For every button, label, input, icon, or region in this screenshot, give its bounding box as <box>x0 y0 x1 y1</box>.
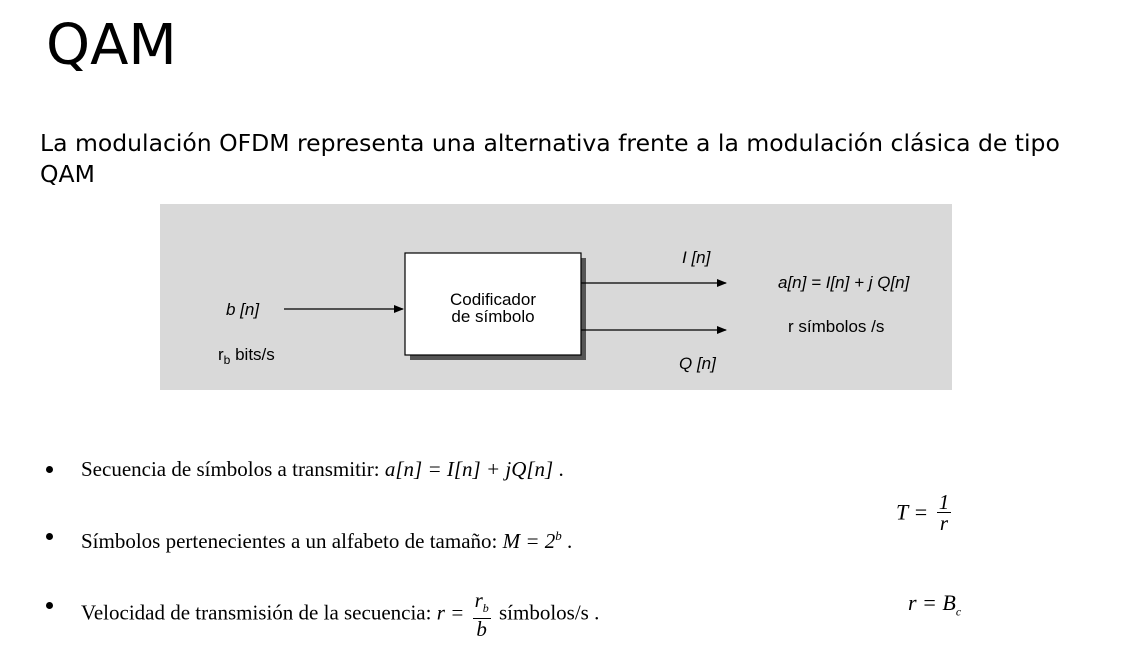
bullet-dot <box>46 466 53 473</box>
symbol-equation: a[n] = I[n] + j Q[n] <box>778 273 911 292</box>
intro-text: La modulación OFDM representa una altern… <box>40 129 1060 188</box>
period-den: r <box>939 511 949 535</box>
bandwidth-lhs: r = B <box>908 590 956 615</box>
bandwidth-formula: r = Bc <box>908 590 961 619</box>
output-i-label: I [n] <box>682 248 712 267</box>
bullet-alphabet-text: Símbolos pertenecientes a un alfabeto de… <box>81 529 503 553</box>
bullet-rate-num: r <box>474 588 483 612</box>
bullet-dot <box>46 602 53 609</box>
output-q-label: Q [n] <box>679 354 717 373</box>
bullet-rate-unit: símbolos/s <box>493 600 589 625</box>
bullet-sequence-math: a[n] = I[n] + jQ[n] <box>384 457 554 481</box>
input-label: b [n] <box>226 300 260 319</box>
input-rate-label: rb bits/s <box>218 345 275 367</box>
input-rate-sub: b <box>224 353 231 367</box>
bullet-alphabet-exp: b <box>555 528 562 543</box>
bullet-alphabet-end: . <box>561 529 573 553</box>
bullet-rate-text: Velocidad de transmisión de la secuencia… <box>81 600 437 625</box>
bullet-dot <box>46 533 53 540</box>
input-rate-symbol: r <box>218 345 224 364</box>
block-diagram-svg: Codificador de símbolo b [n] rb bits/s I… <box>218 248 911 373</box>
bullet-alphabet-math: M = 2 <box>502 529 556 553</box>
symbol-rate-label: r símbolos /s <box>788 317 884 336</box>
bullet-rate-den: b <box>476 617 487 642</box>
period-num: 1 <box>936 490 952 514</box>
bullet-rate-num-sub: b <box>482 601 489 616</box>
period-lhs: T = <box>896 499 934 525</box>
bullet-rate-end: . <box>588 600 600 625</box>
slide-title: QAM <box>46 13 177 78</box>
encoder-block-label-1: Codificador <box>450 290 536 309</box>
block-diagram: Codificador de símbolo b [n] rb bits/s I… <box>160 204 952 390</box>
input-rate-unit: bits/s <box>230 345 274 364</box>
encoder-block-label-2: de símbolo <box>451 307 534 326</box>
bullet-rate-lhs: r = <box>436 600 470 625</box>
bandwidth-sub: c <box>955 604 962 619</box>
encoder-block <box>404 252 582 356</box>
bullet-sequence-end: . <box>553 457 564 481</box>
bullet-sequence-text: Secuencia de símbolos a transmitir: <box>81 457 385 481</box>
